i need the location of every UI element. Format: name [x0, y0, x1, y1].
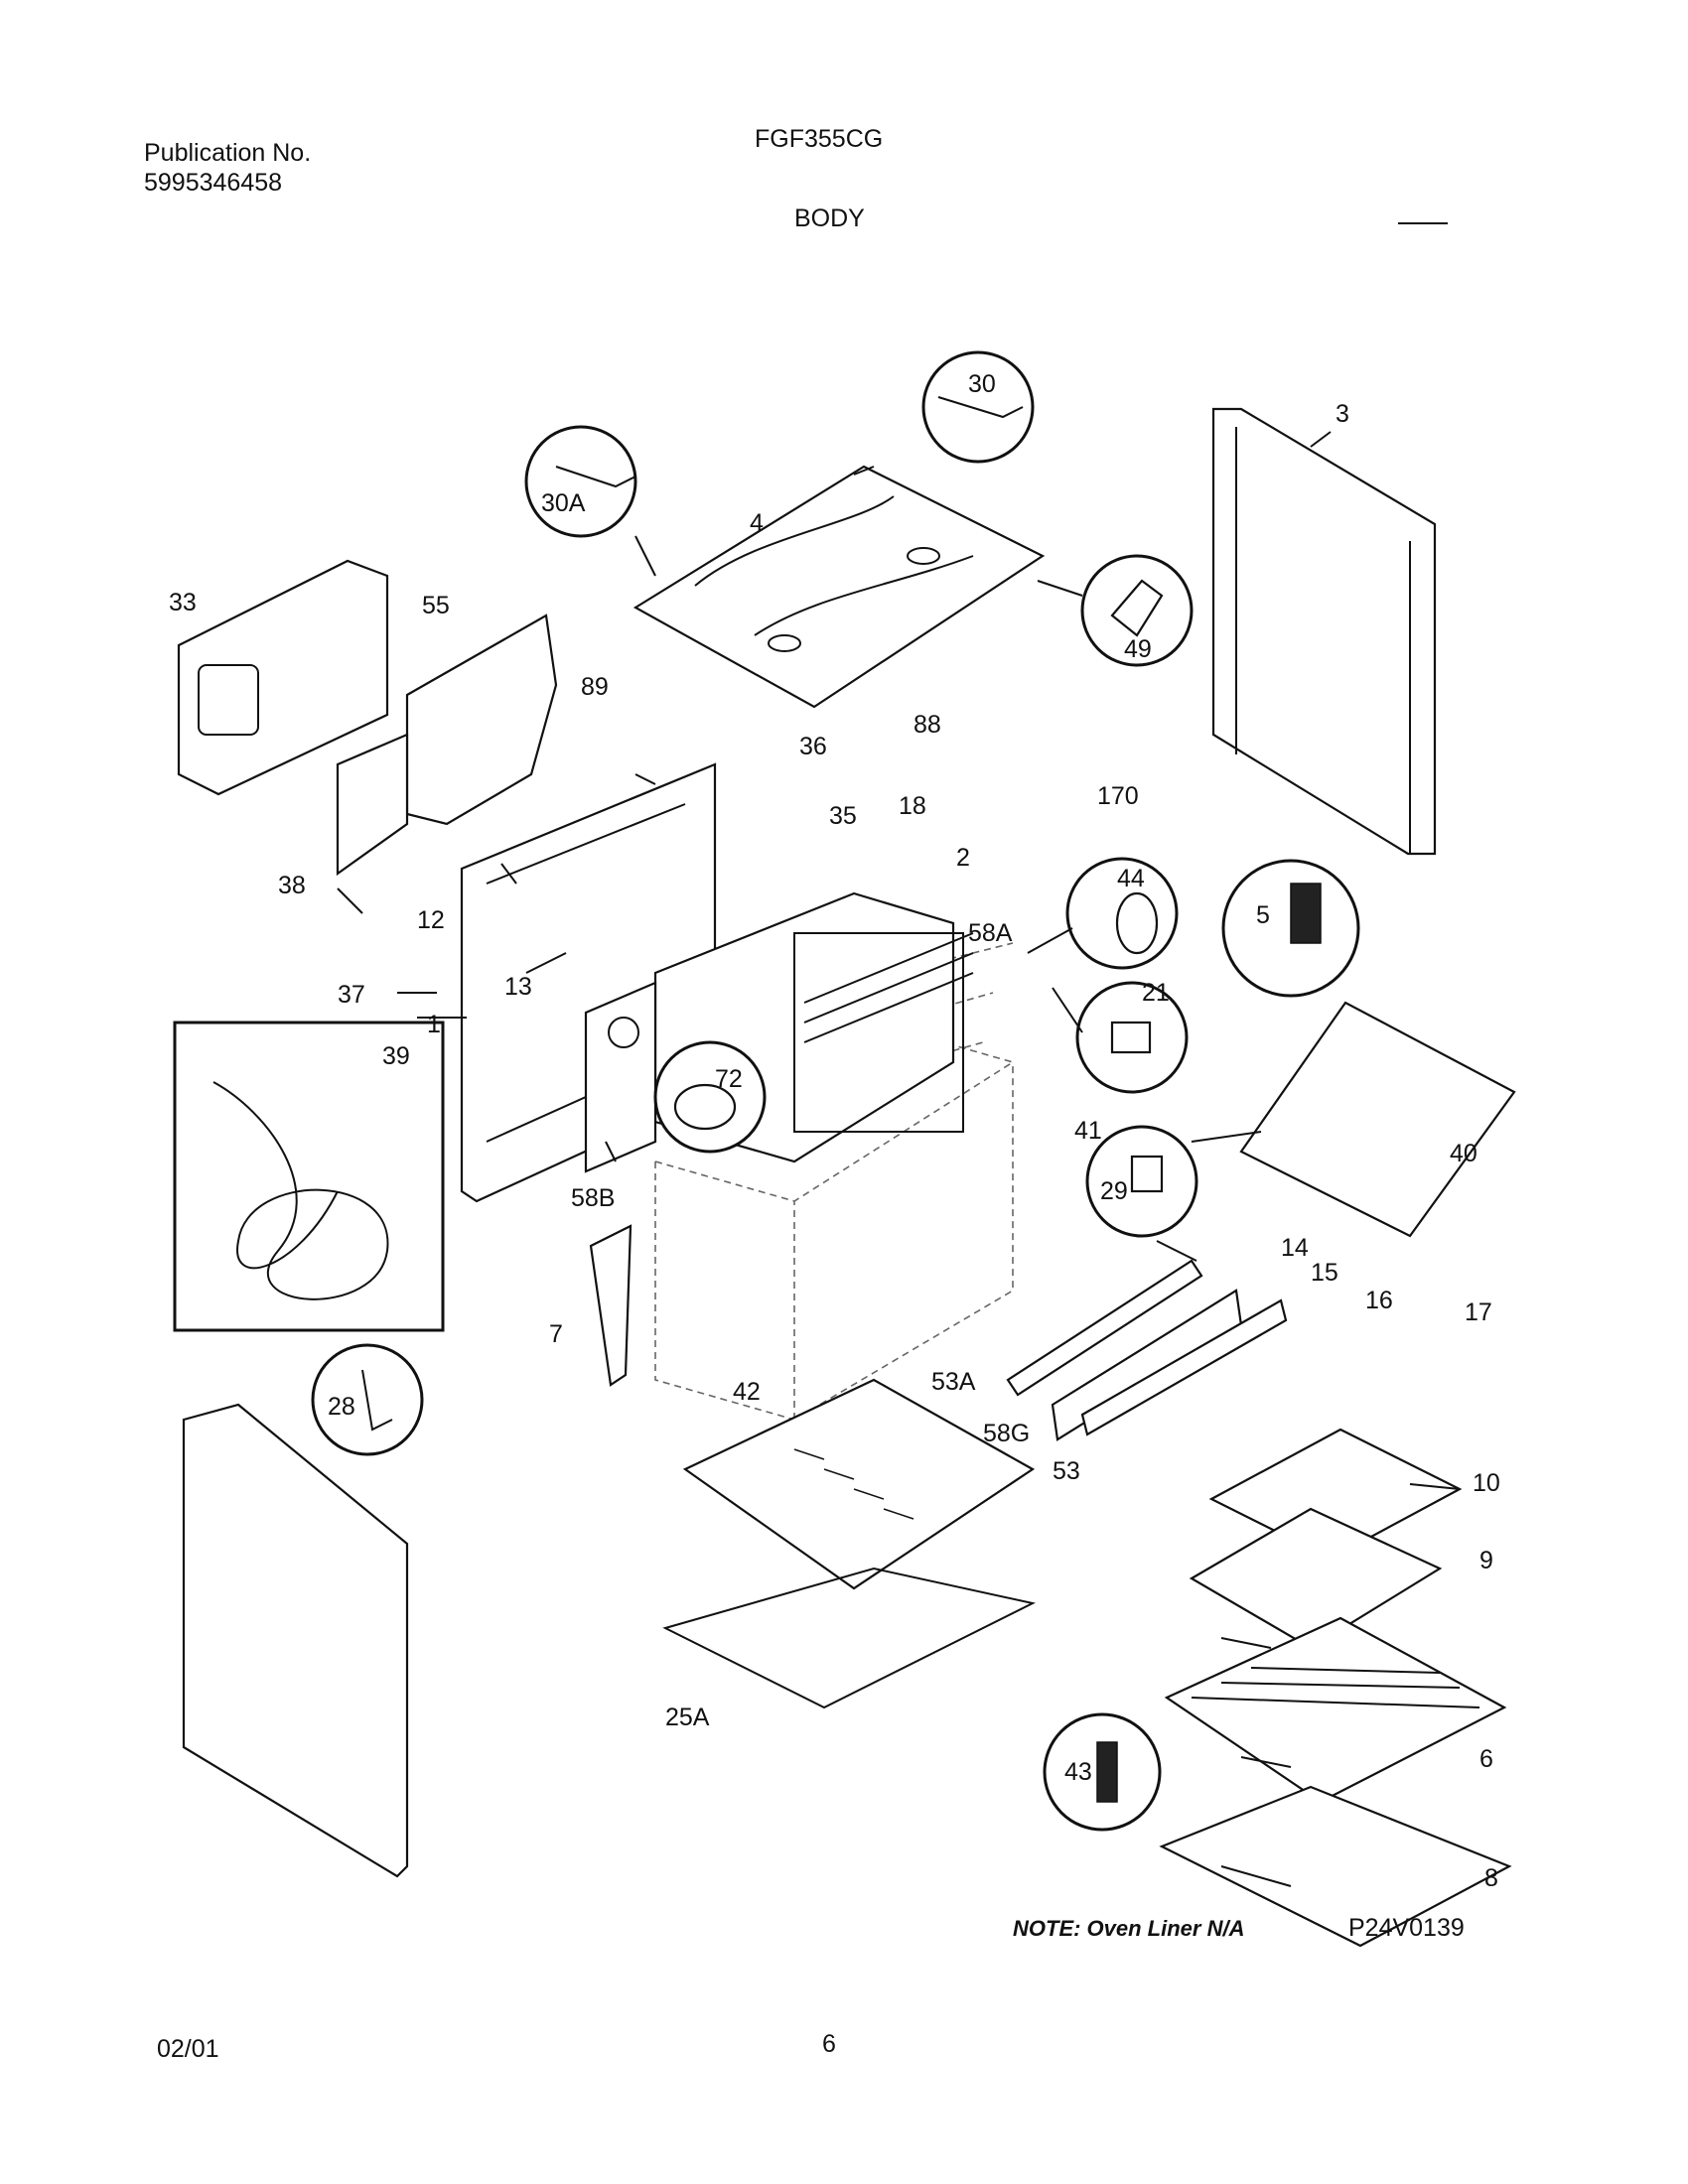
callout-33: 33	[169, 589, 197, 616]
callout-28: 28	[328, 1393, 355, 1421]
callout-29: 29	[1100, 1177, 1128, 1205]
callout-17: 17	[1465, 1298, 1492, 1326]
oven-liner-note: NOTE: Oven Liner N/A	[1013, 1916, 1245, 1941]
callout-53a: 53A	[931, 1368, 976, 1396]
detail-circle-44	[1065, 857, 1179, 970]
callout-36: 36	[799, 733, 827, 760]
callout-3: 3	[1336, 400, 1349, 428]
callout-9: 9	[1479, 1547, 1493, 1574]
detail-circle-49	[1080, 554, 1194, 667]
callout-10: 10	[1473, 1469, 1500, 1497]
callout-58b: 58B	[571, 1184, 615, 1212]
hinge-7-part	[589, 1224, 633, 1387]
insulation-58b-part	[584, 981, 657, 1173]
callout-6: 6	[1479, 1745, 1493, 1773]
power-cord-box-39	[173, 1021, 445, 1332]
detail-circle-30	[921, 350, 1035, 464]
left-side-panel-part	[182, 1403, 409, 1878]
rails-53-part	[1006, 1259, 1288, 1441]
callout-55: 55	[422, 592, 450, 619]
top-panel-part	[633, 465, 1046, 709]
right-side-panel-part	[1211, 407, 1437, 856]
detail-circle-21	[1075, 981, 1189, 1094]
callout-58a: 58A	[968, 919, 1013, 947]
callout-53: 53	[1053, 1457, 1080, 1485]
detail-circle-72	[653, 1040, 767, 1154]
callout-8: 8	[1484, 1864, 1498, 1892]
callout-170: 170	[1097, 782, 1139, 810]
publication-number: 5995346458	[144, 169, 283, 197]
callout-43: 43	[1064, 1758, 1092, 1786]
callout-30a: 30A	[541, 489, 586, 517]
figure-code: P24V0139	[1348, 1914, 1465, 1942]
callout-49: 49	[1124, 635, 1152, 663]
callout-40: 40	[1450, 1140, 1477, 1167]
detail-circle-43	[1043, 1712, 1162, 1832]
frame-25a-part	[662, 1567, 1036, 1709]
oven-rack-part	[1164, 1616, 1507, 1804]
callout-37: 37	[338, 981, 365, 1009]
callout-14: 14	[1281, 1234, 1309, 1262]
callout-88: 88	[914, 711, 941, 739]
callout-72: 72	[715, 1065, 743, 1093]
detail-circle-29	[1085, 1125, 1198, 1238]
callout-25a: 25A	[665, 1704, 710, 1731]
callout-18: 18	[899, 792, 926, 820]
callout-5: 5	[1256, 901, 1270, 929]
callout-15: 15	[1311, 1259, 1338, 1287]
shield-40-part	[1239, 1001, 1516, 1238]
page-number: 6	[822, 2030, 836, 2058]
callout-1: 1	[427, 1011, 441, 1038]
callout-44: 44	[1117, 865, 1145, 892]
section-title: BODY	[794, 205, 865, 232]
panel-55-part	[336, 614, 558, 877]
detail-circle-30a	[524, 425, 637, 538]
footer-date: 02/01	[157, 2035, 219, 2063]
leader-lines	[337, 431, 1461, 1887]
callout-12: 12	[417, 906, 445, 934]
detail-circle-5	[1221, 859, 1360, 998]
back-panel-33-part	[177, 559, 389, 796]
callout-38: 38	[278, 872, 306, 899]
callout-7: 7	[549, 1320, 563, 1348]
callout-4: 4	[750, 509, 764, 537]
callout-89: 89	[581, 673, 609, 701]
callout-13: 13	[504, 973, 532, 1001]
detail-circle-28	[311, 1343, 424, 1456]
callout-16: 16	[1365, 1287, 1393, 1314]
callout-35: 35	[829, 802, 857, 830]
header-rule	[1398, 222, 1448, 224]
model-number: FGF355CG	[755, 125, 884, 153]
callout-30: 30	[968, 370, 996, 398]
tray-8-part	[1159, 1785, 1512, 1948]
publication-label: Publication No.	[144, 139, 312, 167]
callout-21: 21	[1142, 979, 1170, 1007]
broiler-pan-part	[1189, 1428, 1463, 1650]
callout-42: 42	[733, 1378, 761, 1406]
callout-2: 2	[956, 844, 970, 872]
oven-bottom-42-part	[682, 1378, 1036, 1590]
callout-58g: 58G	[983, 1420, 1030, 1447]
callout-41: 41	[1074, 1117, 1102, 1145]
callout-39: 39	[382, 1042, 410, 1070]
